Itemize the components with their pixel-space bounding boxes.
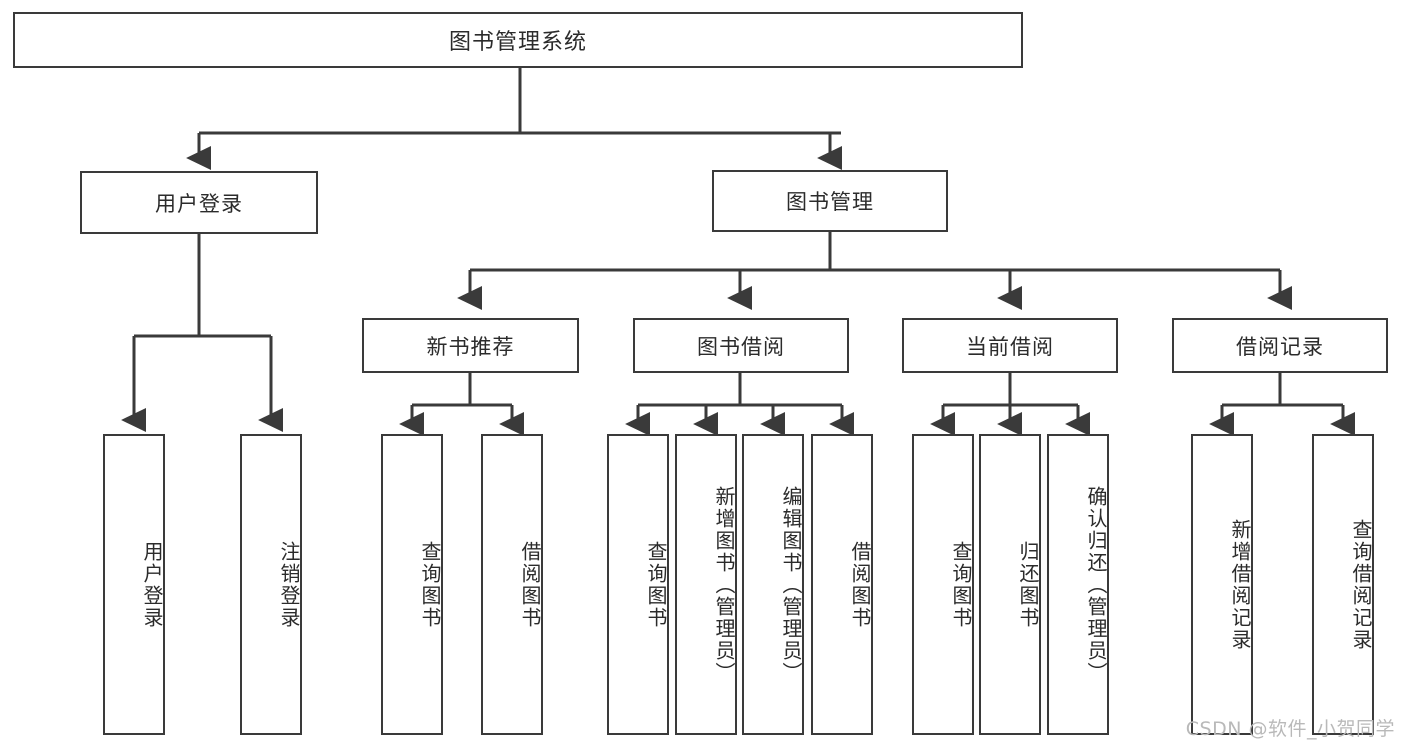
leaf-label: 查询借阅记录 xyxy=(1349,518,1373,651)
leaf-label: 借阅图书 xyxy=(848,540,872,629)
node-new-book-recommend[interactable]: 新书推荐 xyxy=(362,318,579,373)
leaf-label: 新增图书（管理员） xyxy=(712,485,736,684)
leaf-label: 查询图书 xyxy=(644,540,668,629)
leaf-borrow-add-book[interactable]: 新增图书（管理员） xyxy=(675,434,737,735)
node-book-borrow-label: 图书借阅 xyxy=(697,334,785,359)
leaf-user-login-logout[interactable]: 注销登录 xyxy=(240,434,302,735)
leaf-new-book-borrow[interactable]: 借阅图书 xyxy=(481,434,543,735)
leaf-label: 查询图书 xyxy=(418,540,442,629)
leaf-current-return-book[interactable]: 归还图书 xyxy=(979,434,1041,735)
node-root-label: 图书管理系统 xyxy=(448,30,587,55)
leaf-current-confirm-return[interactable]: 确认归还（管理员） xyxy=(1047,434,1109,735)
leaf-borrow-borrow-book[interactable]: 借阅图书 xyxy=(811,434,873,735)
leaf-label: 用户登录 xyxy=(140,540,164,629)
node-borrow-record[interactable]: 借阅记录 xyxy=(1172,318,1388,373)
leaf-current-query-book[interactable]: 查询图书 xyxy=(912,434,974,735)
leaf-label: 确认归还（管理员） xyxy=(1084,485,1108,684)
node-user-login[interactable]: 用户登录 xyxy=(80,171,318,234)
node-book-borrow[interactable]: 图书借阅 xyxy=(633,318,849,373)
watermark: CSDN @软件_小贺同学 xyxy=(1185,718,1395,740)
leaf-label: 借阅图书 xyxy=(518,540,542,629)
leaf-user-login-login[interactable]: 用户登录 xyxy=(103,434,165,735)
node-book-management[interactable]: 图书管理 xyxy=(712,170,948,232)
leaf-label: 查询图书 xyxy=(949,540,973,629)
leaf-label: 归还图书 xyxy=(1016,540,1040,629)
node-current-borrow[interactable]: 当前借阅 xyxy=(902,318,1118,373)
leaf-borrow-query-book[interactable]: 查询图书 xyxy=(607,434,669,735)
leaf-label: 编辑图书（管理员） xyxy=(779,485,803,684)
leaf-borrow-edit-book[interactable]: 编辑图书（管理员） xyxy=(742,434,804,735)
leaf-label: 注销登录 xyxy=(277,540,301,629)
node-borrow-record-label: 借阅记录 xyxy=(1236,334,1324,359)
leaf-label: 新增借阅记录 xyxy=(1228,518,1252,651)
node-book-management-label: 图书管理 xyxy=(786,190,874,214)
leaf-record-query[interactable]: 查询借阅记录 xyxy=(1312,434,1374,735)
leaf-new-book-query[interactable]: 查询图书 xyxy=(381,434,443,735)
leaf-record-add[interactable]: 新增借阅记录 xyxy=(1191,434,1253,735)
node-root[interactable]: 图书管理系统 xyxy=(13,12,1023,68)
node-user-login-label: 用户登录 xyxy=(155,191,243,216)
node-new-book-recommend-label: 新书推荐 xyxy=(426,334,515,359)
node-current-borrow-label: 当前借阅 xyxy=(966,334,1054,359)
